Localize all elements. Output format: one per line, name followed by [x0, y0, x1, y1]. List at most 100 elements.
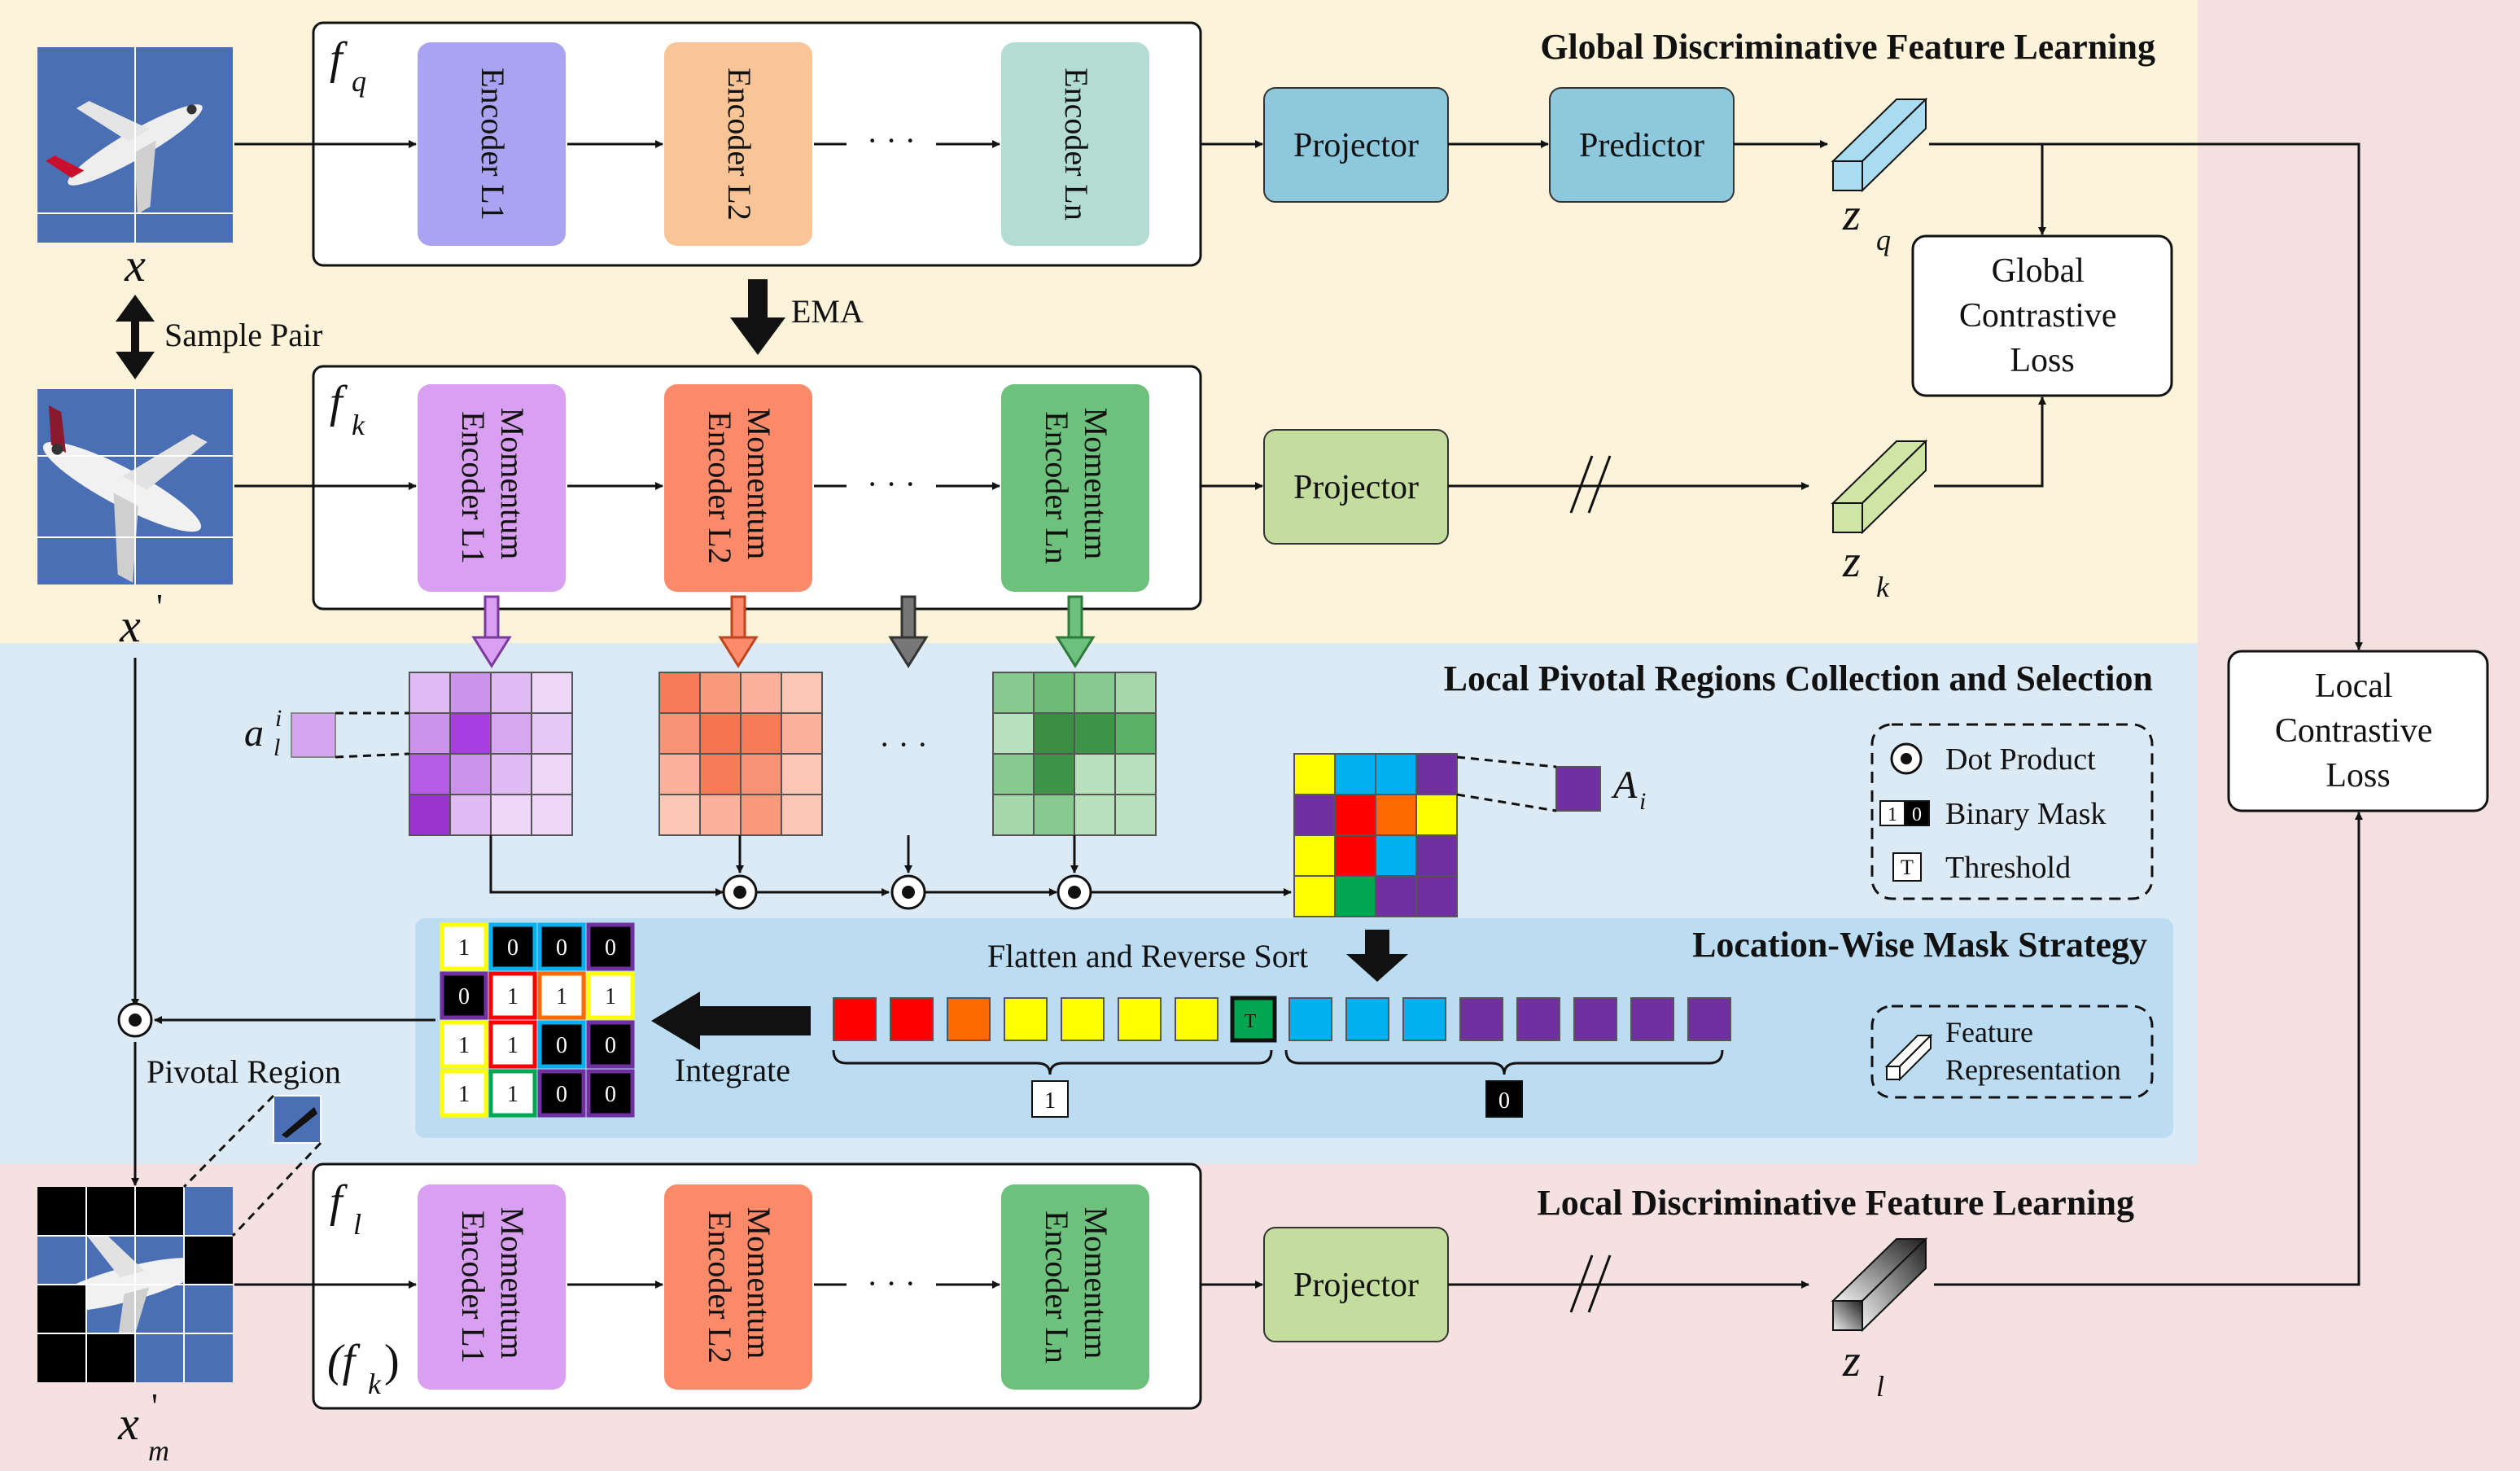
mask-cell-value: 0 — [556, 1033, 567, 1058]
feature-legend-box — [1870, 1005, 2154, 1099]
global-feature-patch-A — [1555, 766, 1601, 812]
sorted-cell — [1630, 997, 1674, 1041]
sorted-cell — [1004, 997, 1048, 1041]
query-encoder-label-sub: q — [352, 65, 366, 98]
sorted-cell — [1175, 997, 1218, 1041]
map-cell — [449, 672, 492, 714]
sorted-cell — [1573, 997, 1617, 1041]
map-cell — [1375, 753, 1417, 795]
mask-cell-value: 0 — [556, 1082, 567, 1107]
sorted-cell — [890, 997, 934, 1041]
legend-dot-product: Dot Product — [1945, 742, 2096, 777]
sorted-cell — [1345, 997, 1389, 1041]
encoder-block — [664, 1184, 812, 1390]
feature-legend-line1: Feature — [1945, 1016, 2033, 1049]
feature-representation-icon — [1884, 1033, 1933, 1082]
feature-front — [1832, 502, 1863, 533]
mask-cell-value: 0 — [605, 1082, 616, 1107]
query-predictor-label: Predictor — [1579, 127, 1704, 164]
attention-map-ln — [992, 672, 1157, 836]
mask-cell — [537, 971, 586, 1020]
map-cell — [1293, 834, 1336, 877]
mask-one-label: 1 — [1044, 1088, 1056, 1114]
ema-label: EMA — [791, 293, 864, 330]
map-cell — [449, 794, 492, 836]
map-cell — [1074, 753, 1116, 795]
encoder-label-line1: Momentum — [494, 408, 531, 560]
map-cell — [740, 753, 782, 795]
sorted-cell — [833, 997, 877, 1041]
map-cell — [658, 753, 701, 795]
map-cell — [1415, 753, 1458, 795]
z-k-label: z — [1842, 536, 1861, 587]
map-cell — [449, 753, 492, 795]
combined-attention-map — [1293, 753, 1458, 917]
pivotal-region-label: Pivotal Region — [147, 1053, 341, 1090]
map-cell — [1033, 712, 1075, 755]
global-section-title: Global Discriminative Feature Learning — [1540, 27, 2155, 67]
map-cell — [658, 672, 701, 714]
mask-zero-box — [1485, 1080, 1523, 1118]
local-encoder-alt-sub: k — [368, 1368, 382, 1400]
encoder-block — [418, 384, 566, 592]
pivotal-region-patch — [273, 1095, 322, 1144]
map-cell — [1033, 794, 1075, 836]
mask-cell-value: 1 — [507, 1033, 518, 1058]
A-label: A — [1611, 764, 1638, 807]
map-cell — [1375, 875, 1417, 917]
encoder-label: Encoder L2 — [721, 68, 758, 221]
sorted-cell — [1288, 997, 1332, 1041]
local-encoder-ellipsis: · · · — [867, 1265, 916, 1302]
map-cell — [1415, 794, 1458, 836]
mask-cell — [488, 971, 537, 1020]
input-label-x-prime: x — [119, 599, 141, 652]
map-cell — [699, 753, 742, 795]
svg-text:Momentum Encoder L1: Momentum Encoder L1 — [455, 1207, 531, 1368]
mask-cell — [488, 1020, 537, 1069]
mask-cell — [488, 922, 537, 971]
global-contrastive-loss-box — [1911, 234, 2173, 397]
pivotal-dot-product-icon — [117, 1002, 153, 1038]
svg-text:Encoder L1: Encoder L1 — [475, 68, 511, 221]
key-encoder-l1: Momentum Encoder L1 — [418, 384, 566, 592]
local-regions-section-title: Local Pivotal Regions Collection and Sel… — [1444, 659, 2153, 698]
map-cell — [449, 712, 492, 755]
encoder-label-line1: Momentum — [741, 1207, 777, 1359]
legend-dot-product-icon — [1890, 742, 1923, 775]
threshold-marker-symbol: T — [1245, 1011, 1257, 1032]
svg-text:Encoder L2: Encoder L2 — [721, 68, 758, 221]
map-cell — [409, 672, 451, 714]
mask-patches — [37, 1187, 233, 1382]
encoder-label-line2: Encoder L1 — [455, 1211, 492, 1364]
mask-cell — [537, 1020, 586, 1069]
feature-map-arrows — [471, 595, 1096, 668]
svg-text:Momentum Encoder Ln: Momentum Encoder Ln — [1039, 1207, 1114, 1368]
legend-mask-zero: 0 — [1912, 804, 1922, 825]
dot-product-chain — [489, 835, 1292, 896]
mask-cell-value: 0 — [605, 935, 616, 961]
mask-cell-value: 0 — [507, 935, 518, 961]
legend-binary-mask-icon — [1879, 800, 1930, 826]
mask-cell — [440, 922, 488, 971]
svg-text:Momentum Encoder L1: Momentum Encoder L1 — [455, 408, 531, 568]
map-cell — [490, 753, 532, 795]
map-cell — [409, 794, 451, 836]
mask-cell-value: 1 — [458, 1082, 470, 1107]
mask-cell — [537, 922, 586, 971]
z-l-sub: l — [1876, 1370, 1884, 1403]
global-loss-line2: Contrastive — [1959, 297, 2117, 335]
encoder-label-line1: Momentum — [494, 1207, 531, 1359]
map-cell — [490, 672, 532, 714]
encoder-label-line2: Encoder Ln — [1039, 411, 1075, 564]
encoder-label-line1: Momentum — [1078, 1207, 1114, 1359]
map-cell — [1074, 794, 1116, 836]
map-cell — [409, 753, 451, 795]
query-encoder-l1: Encoder L1 — [418, 42, 566, 246]
integrate-label: Integrate — [675, 1052, 790, 1088]
mask-strategy-title: Location-Wise Mask Strategy — [1692, 925, 2147, 965]
input-label-x-prime-mark: ' — [156, 587, 163, 627]
mask-cell-value: 0 — [605, 1033, 616, 1058]
svg-text:Momentum Encoder L2: Momentum Encoder L2 — [702, 408, 777, 568]
local-section-title: Local Discriminative Feature Learning — [1537, 1183, 2134, 1223]
local-encoder-ln: Momentum Encoder Ln — [1001, 1184, 1149, 1390]
